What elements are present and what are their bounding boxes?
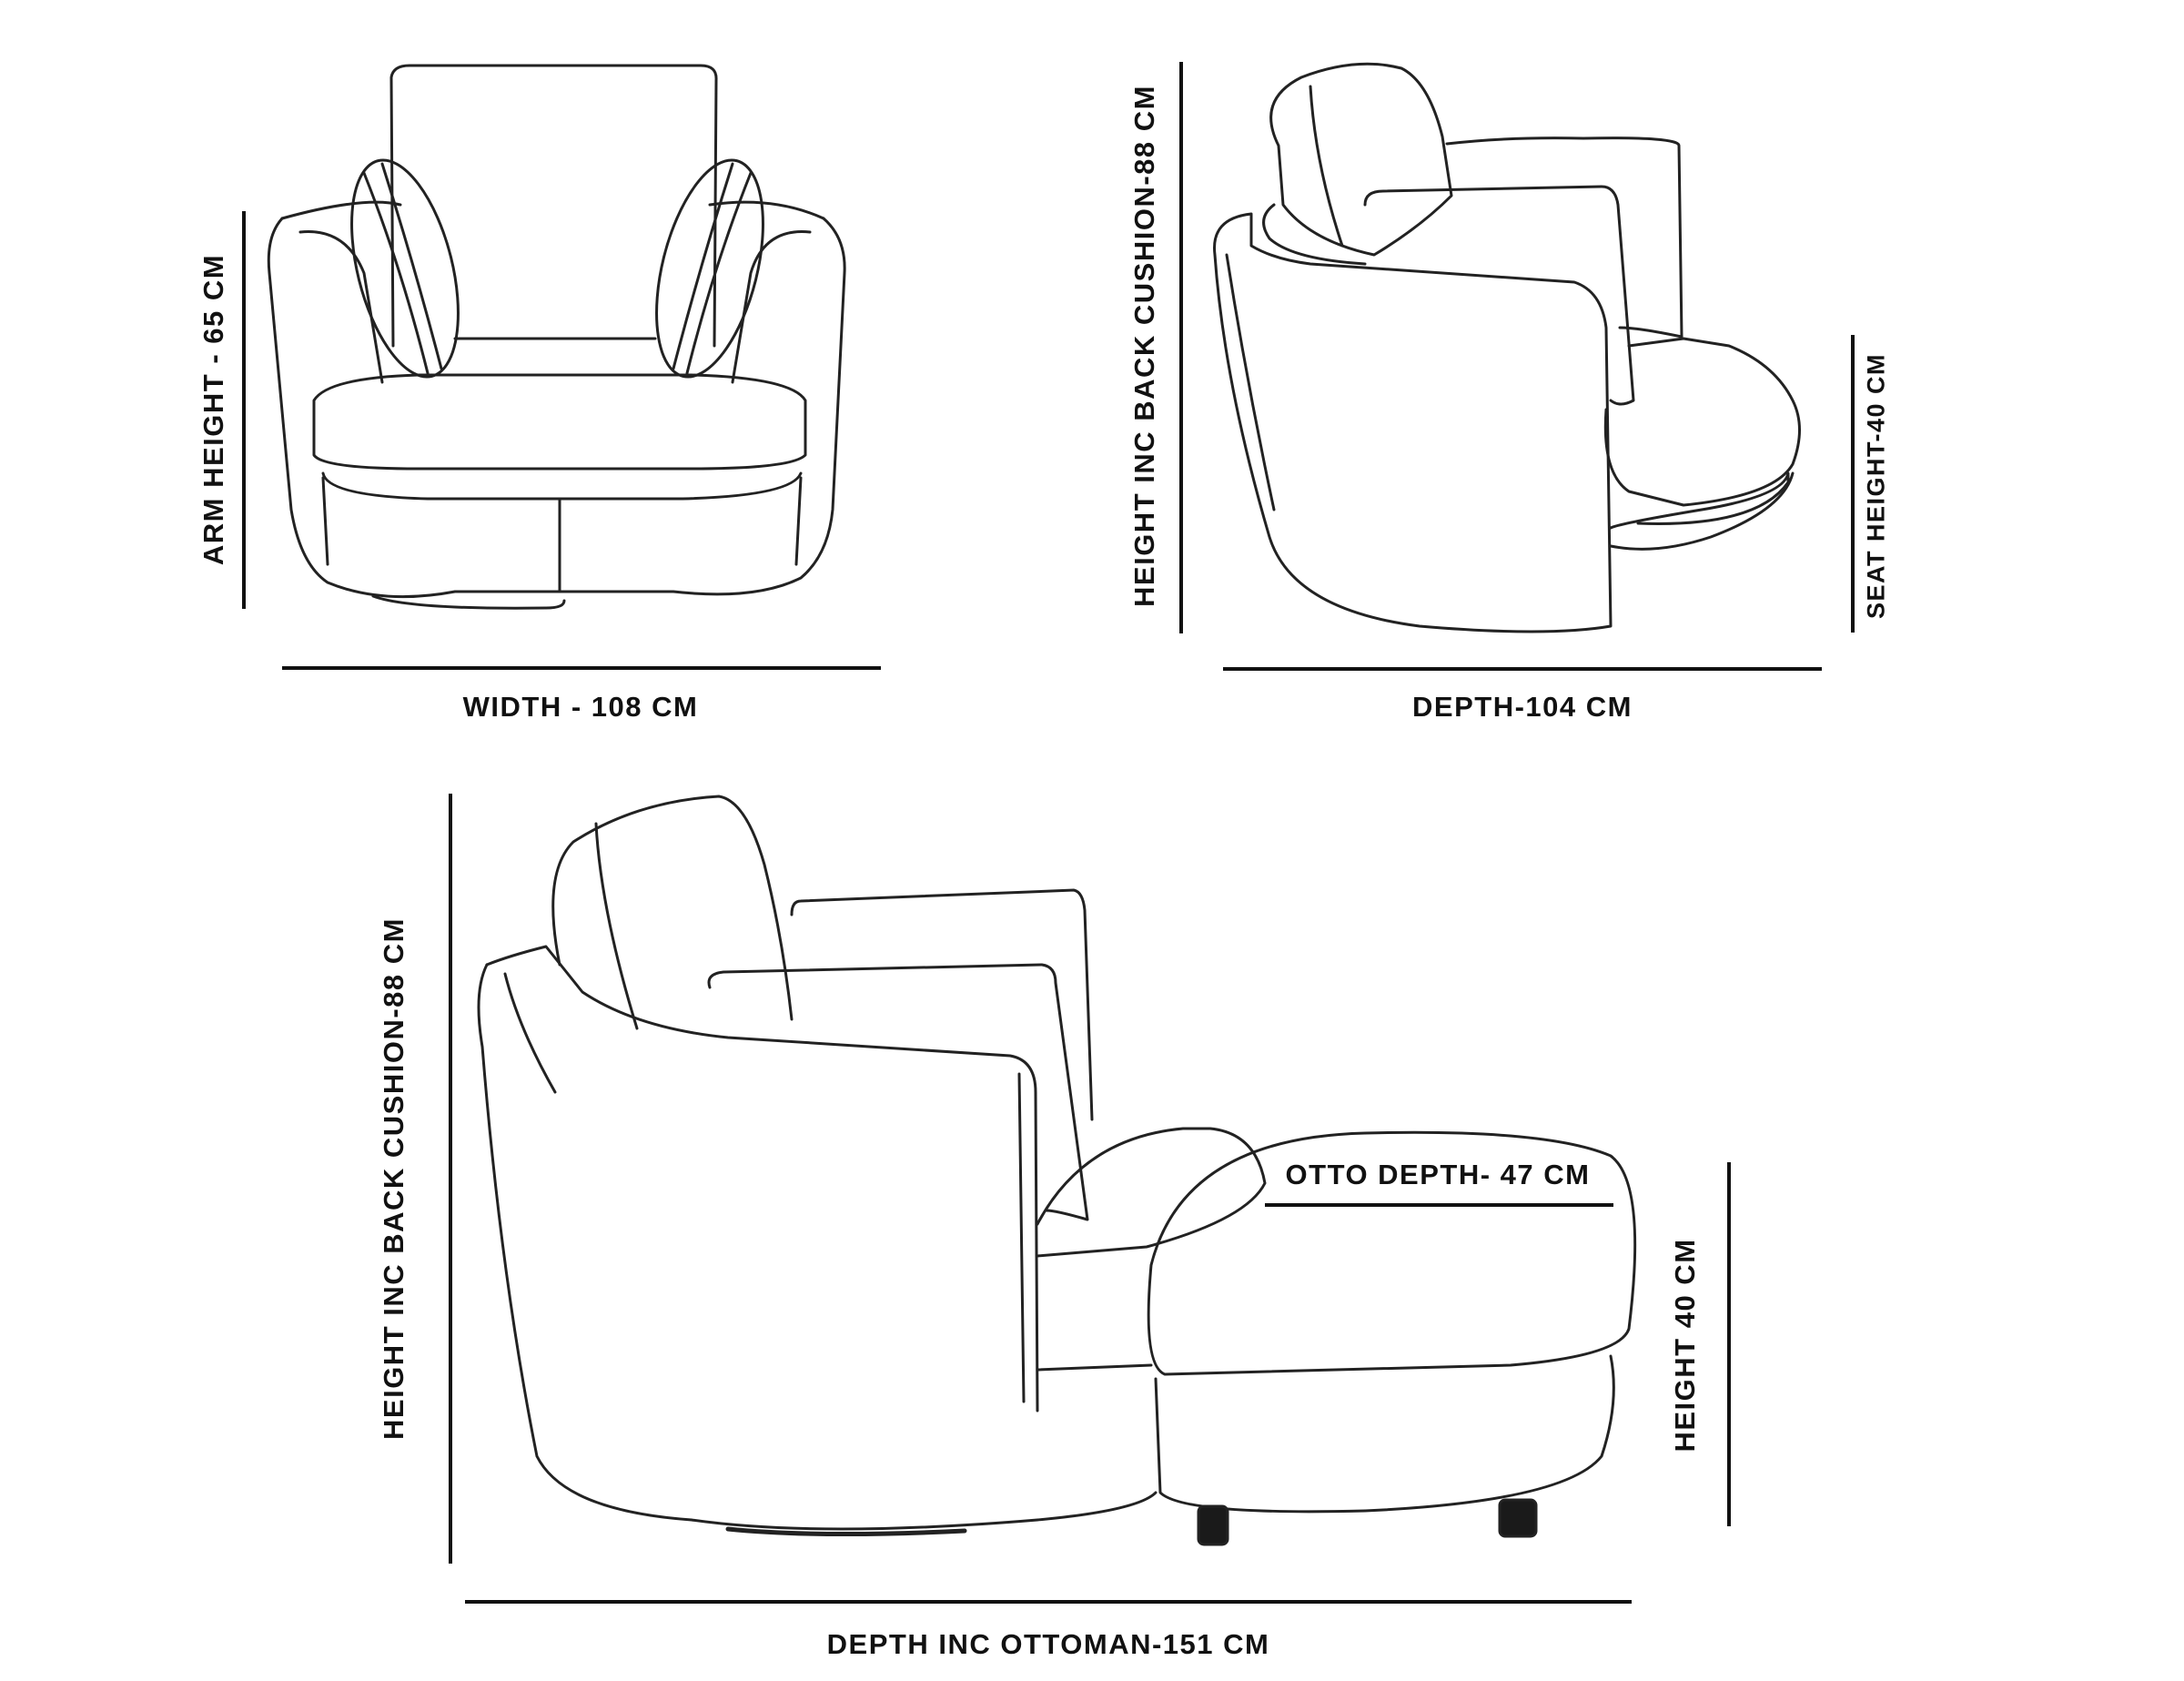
depth-inc-ottoman-label: DEPTH INC OTTOMAN-151 CM bbox=[826, 1628, 1270, 1660]
chair-with-ottoman bbox=[477, 795, 1637, 1546]
side-height-dimension-line bbox=[1179, 62, 1183, 633]
depth-label: DEPTH-104 CM bbox=[1412, 691, 1633, 723]
otto-height-label: HEIGHT 40 CM bbox=[1669, 1238, 1701, 1453]
seat-height-label: SEAT HEIGHT-40 CM bbox=[1862, 352, 1890, 620]
width-label: WIDTH - 108 CM bbox=[462, 691, 699, 723]
otto-height-dimension-line bbox=[1727, 1162, 1731, 1526]
side-height-label: HEIGHT INC BACK CUSHION-88 CM bbox=[1128, 85, 1160, 607]
ottoman-view-height-label: HEIGHT INC BACK CUSHION-88 CM bbox=[378, 917, 410, 1440]
width-dimension-line bbox=[282, 666, 881, 670]
otto-depth-dimension-line bbox=[1265, 1203, 1613, 1207]
seat-height-dimension-line bbox=[1851, 335, 1855, 633]
arm-height-label: ARM HEIGHT - 65 CM bbox=[197, 253, 229, 566]
front-view-chair bbox=[267, 64, 846, 610]
arm-height-dimension-line bbox=[242, 211, 246, 609]
side-view-chair bbox=[1213, 62, 1801, 633]
depth-dimension-line bbox=[1223, 667, 1822, 671]
ottoman-view-height-dimension-line bbox=[449, 794, 452, 1564]
depth-inc-ottoman-dimension-line bbox=[465, 1600, 1632, 1604]
otto-depth-label: OTTO DEPTH- 47 CM bbox=[1285, 1159, 1591, 1190]
